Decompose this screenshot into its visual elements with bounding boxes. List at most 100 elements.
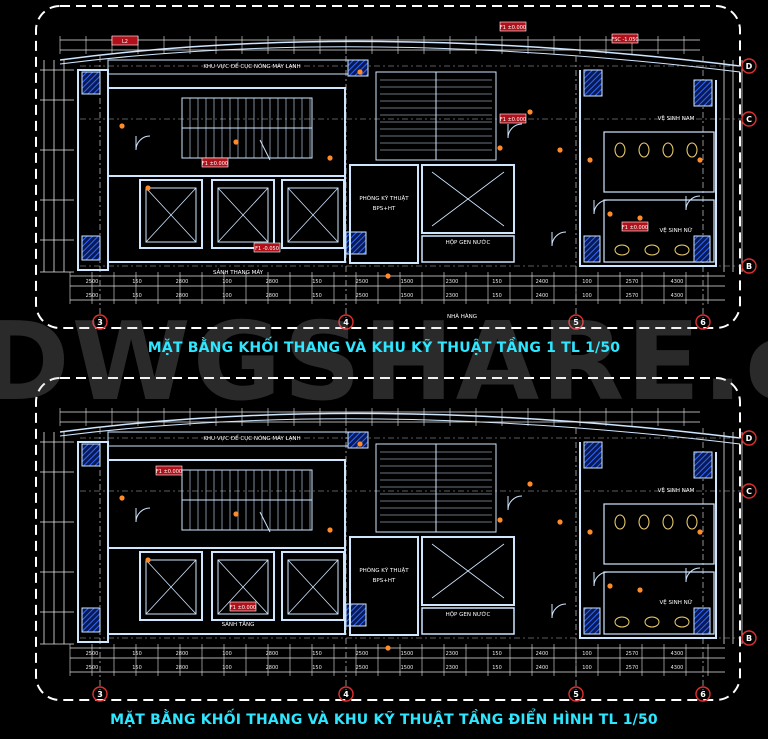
dim-value: 2300 — [446, 651, 459, 657]
column — [583, 69, 603, 97]
column — [693, 451, 713, 479]
grid-label: 6 — [700, 690, 706, 699]
grid-bubble — [92, 314, 108, 330]
column — [693, 79, 713, 107]
dim-value: 150 — [132, 665, 142, 671]
dim-value: 2800 — [266, 293, 279, 299]
wc-female — [603, 199, 715, 263]
grid-bubble — [92, 686, 108, 702]
dim-value: 2570 — [626, 279, 639, 285]
dim-value: 2300 — [446, 665, 459, 671]
level-tag: F1 -0.050 — [255, 246, 279, 252]
lift-cross — [145, 187, 197, 243]
grid-label: B — [746, 262, 752, 271]
grid-label: 4 — [343, 318, 349, 327]
wc-male — [603, 503, 715, 565]
sheet-border — [35, 5, 741, 329]
grid-label: D — [746, 62, 753, 71]
door-swing — [507, 123, 523, 139]
level-marker — [637, 215, 643, 221]
dim-value: 2500 — [86, 293, 99, 299]
level-tag: F1 ±0.000 — [500, 25, 526, 31]
lift-cross — [217, 559, 269, 615]
dim-value: 1500 — [401, 279, 414, 285]
dim-value: 150 — [132, 651, 142, 657]
dim-value: 100 — [582, 651, 592, 657]
room-label-ac-area: KHU VỰC ĐỂ CỤC NÓNG MÁY LẠNH — [203, 434, 300, 442]
grid-label: 5 — [573, 318, 579, 327]
level-marker — [557, 147, 563, 153]
column — [81, 71, 101, 95]
dim-value: 4300 — [671, 665, 684, 671]
grid-label: 5 — [573, 690, 579, 699]
dim-value: 2500 — [356, 665, 369, 671]
outer-wall — [77, 441, 109, 643]
dim-value: 2400 — [536, 651, 549, 657]
lift-shaft — [281, 179, 345, 249]
dim-value: 150 — [492, 279, 502, 285]
room-label-tech-room-sub: BPS+HT — [373, 206, 396, 212]
grid-label: C — [746, 115, 752, 124]
column — [693, 235, 711, 263]
column — [693, 607, 711, 635]
level-marker — [145, 557, 151, 563]
room-label-lobby: SẢNH TẦNG — [222, 620, 255, 628]
grid-label: C — [746, 487, 752, 496]
dim-value: 2570 — [626, 651, 639, 657]
room-label-tech-room-sub: BPS+HT — [373, 578, 396, 584]
dim-value: 1500 — [401, 293, 414, 299]
shaft — [421, 164, 515, 234]
grid-bubble — [568, 686, 584, 702]
room-label-wc-male: VỆ SINH NAM — [658, 486, 695, 494]
dim-value: 100 — [222, 293, 232, 299]
dim-value: 150 — [132, 279, 142, 285]
dim-value: 2570 — [626, 293, 639, 299]
level-marker — [233, 511, 239, 517]
dim-value: 100 — [582, 665, 592, 671]
door-swing — [507, 495, 523, 511]
dim-value: 100 — [582, 293, 592, 299]
grid-bubble — [741, 630, 757, 646]
column — [81, 607, 101, 633]
door-swing — [551, 231, 567, 247]
column — [583, 441, 603, 469]
lift-shaft — [211, 551, 275, 621]
dim-value: 150 — [492, 651, 502, 657]
level-tag: L2 — [122, 39, 128, 45]
level-tag-box — [499, 21, 527, 32]
level-marker — [357, 69, 363, 75]
lift-car — [217, 559, 269, 615]
stair-arrow — [259, 511, 271, 533]
dim-value: 4300 — [671, 279, 684, 285]
dim-value: 100 — [222, 651, 232, 657]
janitor-box — [421, 607, 515, 635]
plan1-title: MẶT BẰNG KHỐI THANG VÀ KHU KỸ THUẬT TẦNG… — [147, 340, 621, 356]
dim-value: 150 — [312, 651, 322, 657]
level-marker — [357, 441, 363, 447]
level-marker — [327, 527, 333, 533]
shaft — [421, 536, 515, 606]
dim-value: 2570 — [626, 665, 639, 671]
dim-value: 2800 — [176, 651, 189, 657]
dim-value: 1500 — [401, 651, 414, 657]
sink-fixture — [614, 616, 630, 628]
grid-label: B — [746, 634, 752, 643]
level-marker — [385, 645, 391, 651]
level-marker — [607, 583, 613, 589]
level-marker — [119, 495, 125, 501]
lift-shaft — [211, 179, 275, 249]
grid-bubble — [568, 314, 584, 330]
level-tag-box — [229, 601, 257, 612]
dim-value: 2300 — [446, 293, 459, 299]
toilet-fixture — [614, 514, 626, 530]
dim-value: 150 — [132, 293, 142, 299]
level-tag-box — [155, 465, 183, 476]
sink-fixture — [644, 616, 660, 628]
grid-bubble — [741, 111, 757, 127]
level-tag: F1 ±0.000 — [156, 469, 182, 475]
room-label-wc-female: VỆ SINH NỮ — [660, 226, 693, 234]
room-label-tech-room: PHÒNG KỸ THUẬT — [359, 567, 409, 574]
wc-female — [603, 571, 715, 635]
dim-value: 2800 — [266, 651, 279, 657]
